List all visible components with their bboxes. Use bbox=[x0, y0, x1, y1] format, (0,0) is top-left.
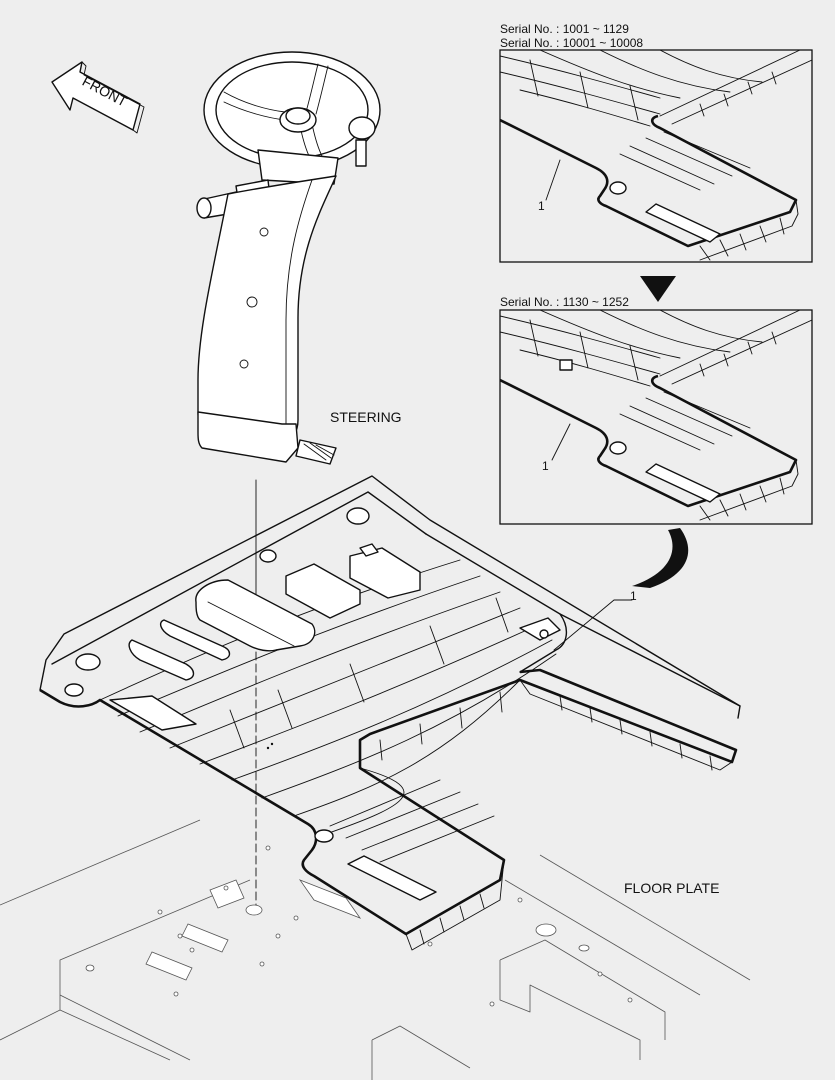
main-leader bbox=[553, 599, 633, 651]
steering-label: STEERING bbox=[330, 409, 402, 425]
inset-2-callout: 1 bbox=[542, 459, 549, 473]
inset-1-leader bbox=[545, 159, 561, 201]
down-triangle-icon bbox=[640, 276, 676, 302]
inset-1-serial-2: Serial No. : 10001 ~ 10008 bbox=[500, 36, 643, 50]
floor-mat-drawing bbox=[39, 475, 741, 951]
inset-1-callout: 1 bbox=[538, 199, 545, 213]
main-callout: 1 bbox=[630, 589, 637, 603]
inset-2-frame bbox=[499, 309, 813, 525]
inset-1-serial-1: Serial No. : 1001 ~ 1129 bbox=[500, 22, 629, 36]
inset-2-leader bbox=[551, 423, 571, 461]
floor-plate-drawing bbox=[0, 819, 751, 1080]
steering-column-drawing bbox=[196, 51, 381, 465]
inset-1: Serial No. : 1001 ~ 1129 Serial No. : 10… bbox=[499, 22, 813, 263]
inset-2-serial-1: Serial No. : 1130 ~ 1252 bbox=[500, 295, 629, 309]
floor-plate-label: FLOOR PLATE bbox=[624, 880, 719, 896]
front-arrow-icon: FRONT bbox=[51, 61, 145, 134]
curved-arrow-icon bbox=[632, 528, 689, 588]
inset-2: Serial No. : 1130 ~ 1252 bbox=[499, 295, 813, 525]
